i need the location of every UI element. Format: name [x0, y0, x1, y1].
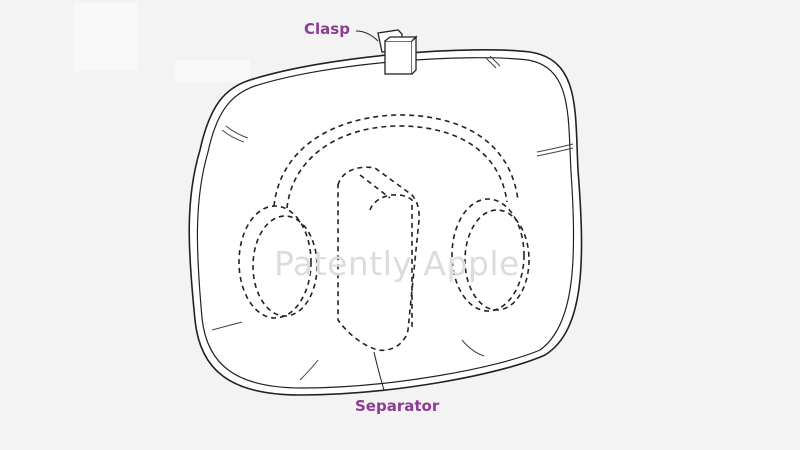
case-rim — [196, 57, 575, 389]
clasp-label: Clasp — [304, 20, 350, 38]
separator-outline — [337, 166, 420, 352]
clasp — [377, 29, 418, 75]
headphones-outline — [238, 114, 530, 319]
crease-marks — [211, 55, 574, 381]
background-patch — [74, 3, 138, 71]
case-body — [188, 49, 583, 396]
separator-leader-line — [373, 351, 385, 391]
watermark: Patently Apple — [274, 244, 520, 283]
background-patch — [175, 60, 250, 82]
clasp-leader-line — [355, 30, 379, 42]
separator-label: Separator — [355, 397, 440, 415]
